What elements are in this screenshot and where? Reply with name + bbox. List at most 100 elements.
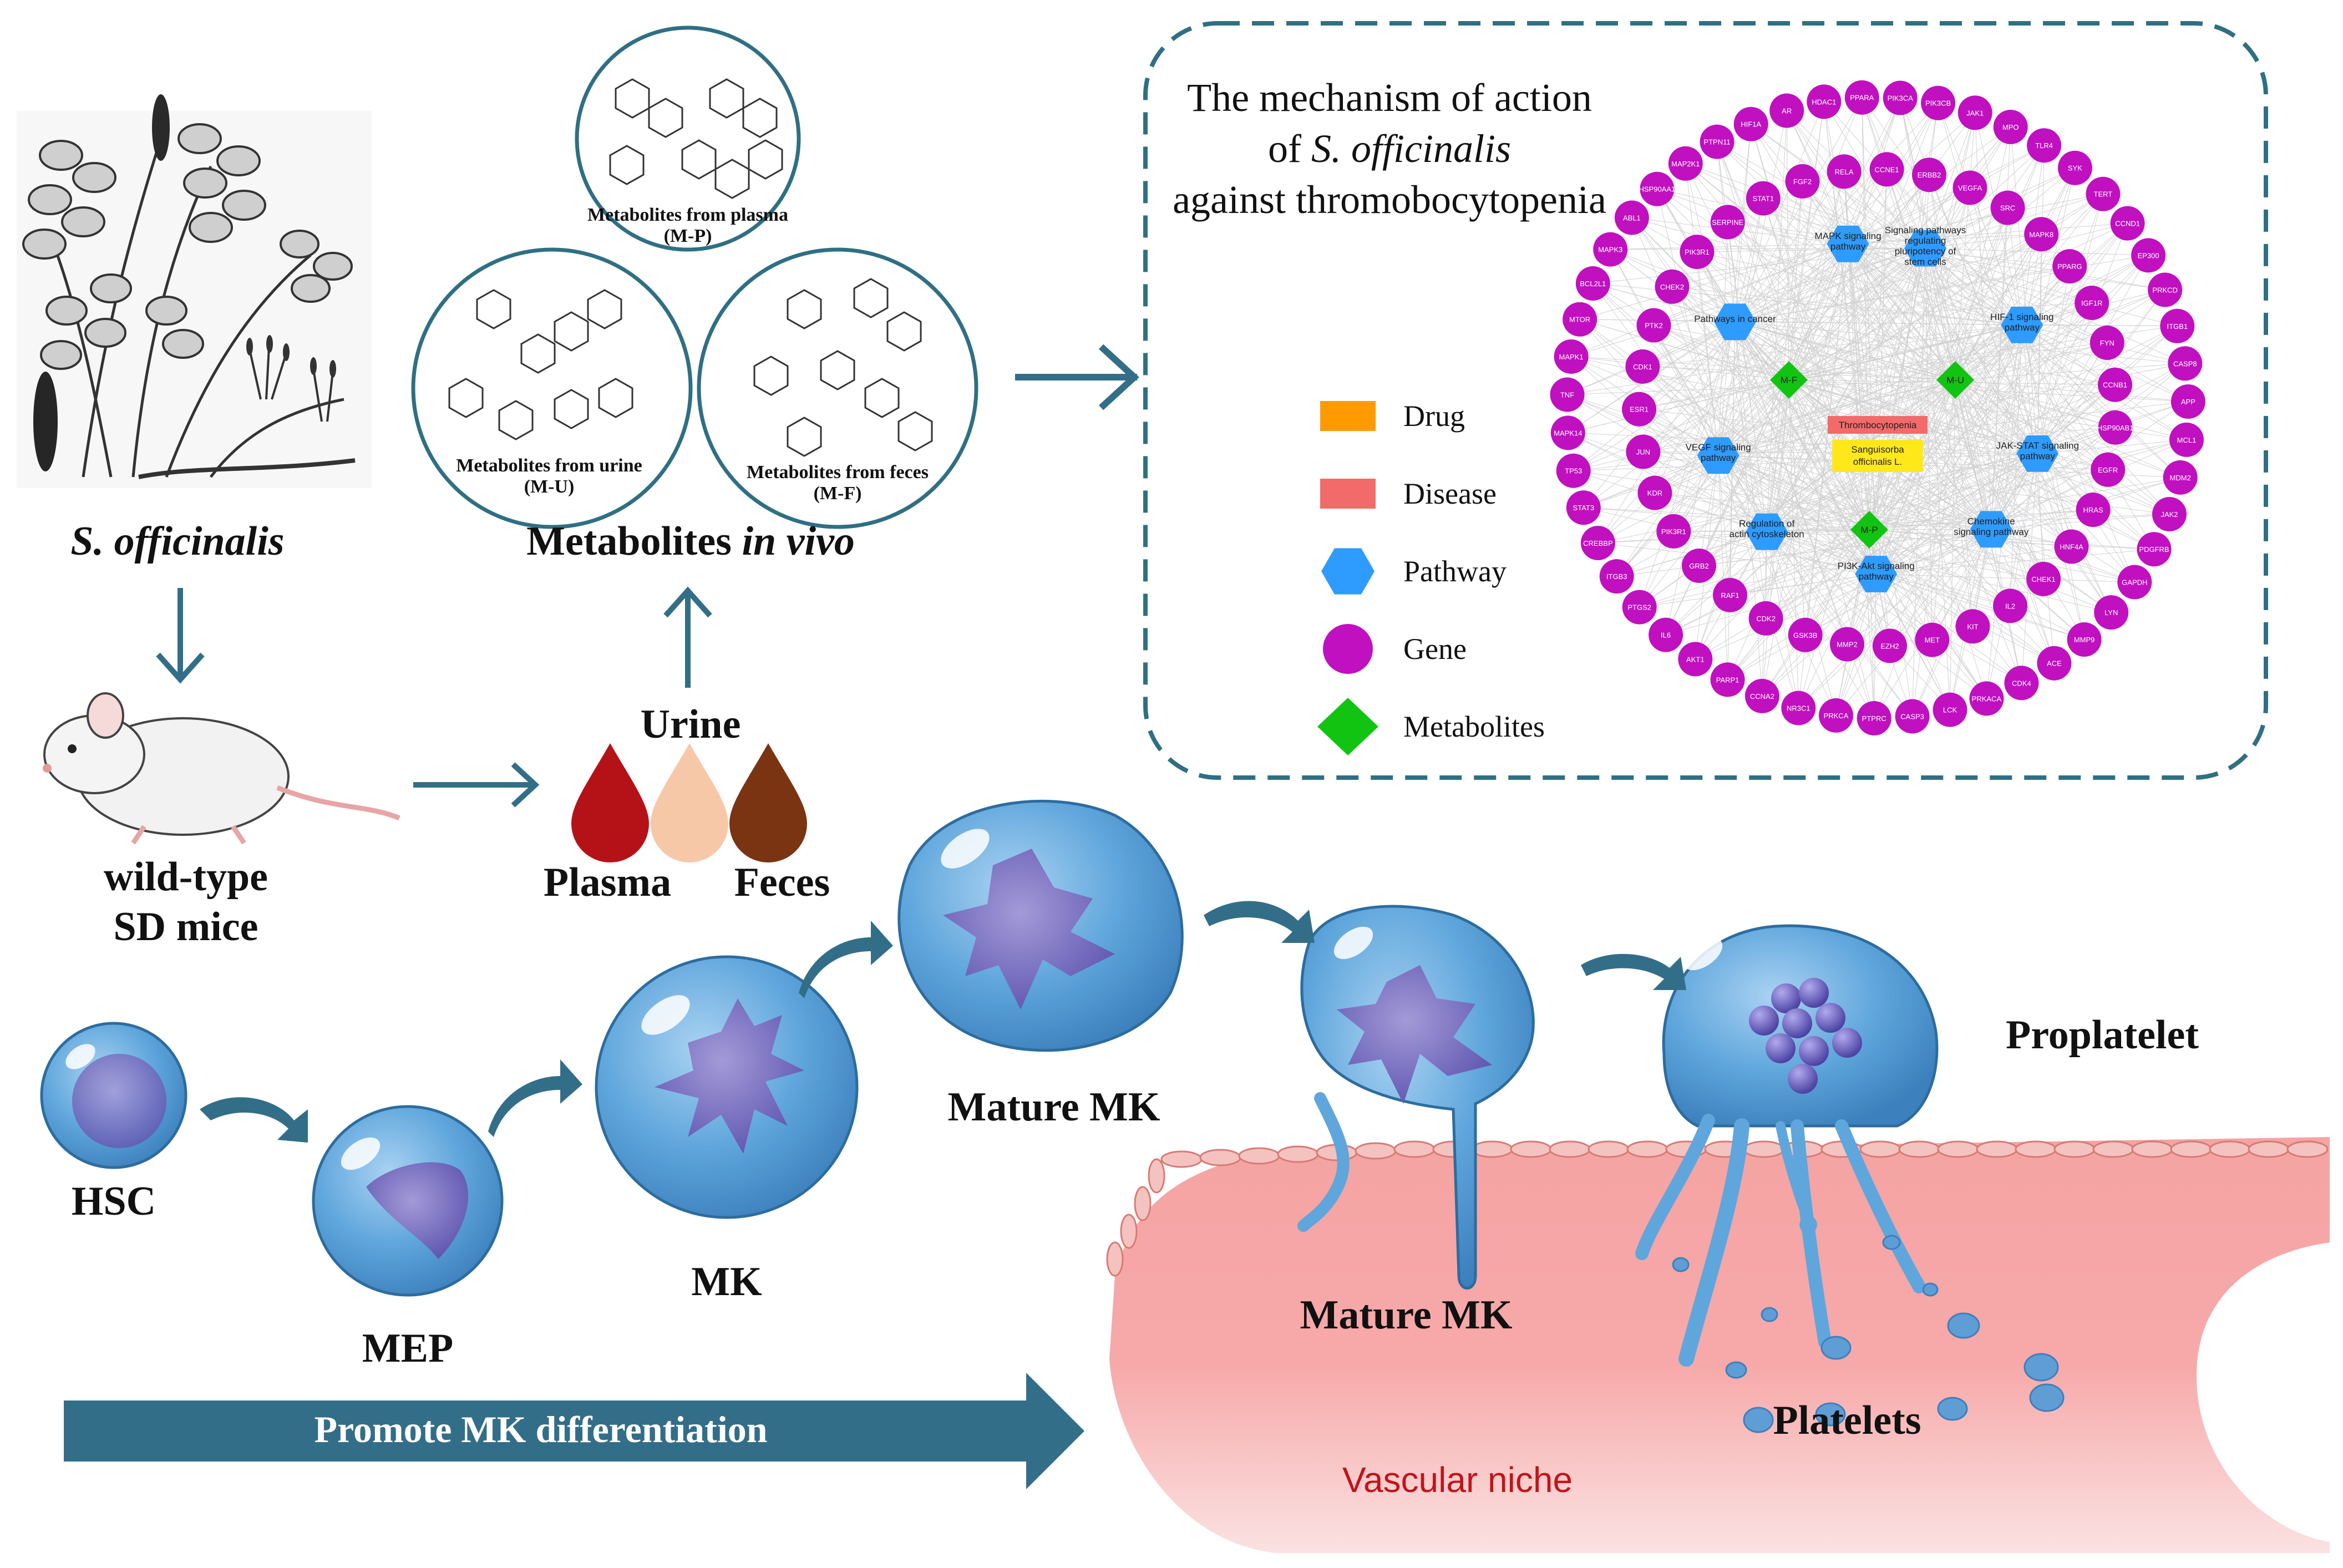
gene-label: GRB2 bbox=[1689, 562, 1708, 570]
gene-node-app: APP bbox=[2170, 384, 2205, 419]
gene-label: EGFR bbox=[2098, 466, 2118, 474]
gene-label: HDAC1 bbox=[1812, 98, 1836, 106]
gene-label: HSP90AB1 bbox=[2097, 424, 2134, 432]
gene-node-mdm2: MDM2 bbox=[2163, 460, 2198, 495]
gene-label: JUN bbox=[1636, 448, 1650, 456]
granule bbox=[1799, 1036, 1829, 1066]
feces-metabolites-line2: (M-F) bbox=[814, 483, 862, 504]
granule bbox=[1749, 1006, 1779, 1036]
gene-label: ITGB3 bbox=[1606, 572, 1627, 581]
gene-node-src: SRC bbox=[1990, 190, 2025, 225]
granule bbox=[1815, 1003, 1845, 1033]
gene-node-ptgs2: PTGS2 bbox=[1622, 590, 1657, 625]
legend-label-drug: Drug bbox=[1403, 399, 1465, 433]
gene-node-ace: ACE bbox=[2037, 646, 2072, 681]
progression-arrows bbox=[200, 901, 1686, 1143]
gene-node-tp53: TP53 bbox=[1556, 453, 1591, 488]
mep-cell bbox=[312, 1105, 504, 1297]
pathway-node-pathways-in-cancer: Pathways in cancer bbox=[1694, 303, 1776, 341]
gene-label: HRAS bbox=[2083, 506, 2103, 514]
gene-node-cdk1: CDK1 bbox=[1625, 349, 1660, 384]
gene-label: PRKCA bbox=[1824, 712, 1849, 720]
arrow-mice-to-samples bbox=[413, 762, 540, 808]
granule bbox=[1788, 1064, 1818, 1094]
gene-label: KIT bbox=[1967, 622, 1978, 631]
endothelial-cell bbox=[1199, 1149, 1241, 1166]
gene-node-abl1: ABL1 bbox=[1614, 200, 1649, 235]
legend-label-pathway: Pathway bbox=[1403, 555, 1507, 588]
gene-label: FGF2 bbox=[1793, 177, 1812, 186]
structure-sketches bbox=[448, 78, 933, 457]
endothelial-cell bbox=[1471, 1140, 1513, 1158]
mice-label-line2: SD mice bbox=[114, 904, 258, 950]
plasma-metabolites-circle bbox=[575, 26, 801, 252]
endothelial-cell bbox=[1588, 1140, 1630, 1158]
gene-node-pparg: PPARG bbox=[2052, 249, 2087, 284]
gene-label: HIF1A bbox=[1741, 120, 1761, 129]
granule bbox=[1832, 1028, 1862, 1058]
endothelial-cell bbox=[2053, 1140, 2096, 1158]
gene-label: PTPN11 bbox=[1703, 138, 1730, 146]
endothelial-cell bbox=[1743, 1140, 1785, 1158]
gene-node-mapk14: MAPK14 bbox=[1550, 415, 1585, 450]
gene-label: GAPDH bbox=[2122, 579, 2147, 587]
mature-mk-label: Mature MK bbox=[948, 1084, 1160, 1130]
mep-label: MEP bbox=[362, 1326, 453, 1371]
gene-label: PRKACA bbox=[1972, 694, 2002, 703]
feces-metabolites-line1: Metabolites from feces bbox=[747, 462, 929, 483]
gene-label: IGF1R bbox=[2081, 299, 2102, 307]
gene-label: MCL1 bbox=[2177, 436, 2197, 444]
gene-label: CASP3 bbox=[1900, 713, 1924, 721]
gene-node-parp1: PARP1 bbox=[1710, 662, 1745, 697]
gene-node-mmp2: MMP2 bbox=[1830, 627, 1864, 662]
urine-metabolites-line2: (M-U) bbox=[524, 476, 575, 497]
gene-node-mapk3: MAPK3 bbox=[1593, 232, 1628, 267]
platelet-particles bbox=[1672, 1235, 2065, 1433]
gene-label: MMP9 bbox=[2074, 636, 2095, 644]
gene-node-hsp90aa1: HSP90AA1 bbox=[1639, 171, 1675, 206]
gene-node-prkcd: PRKCD bbox=[2148, 272, 2183, 307]
gene-label: EZH2 bbox=[1880, 642, 1899, 650]
gene-label: KDR bbox=[1647, 489, 1662, 498]
endothelial-cell bbox=[1859, 1140, 1901, 1158]
legend-swatch-drug bbox=[1320, 401, 1376, 431]
sample-drops bbox=[571, 743, 807, 862]
plasma-label: Plasma bbox=[544, 860, 671, 905]
promote-arrow bbox=[64, 1373, 1084, 1489]
proplatelet-cell bbox=[1635, 924, 1939, 1367]
legend-swatch-gene bbox=[1323, 624, 1373, 674]
gene-label: CCNA2 bbox=[1750, 692, 1774, 701]
gene-node-mtor: MTOR bbox=[1563, 302, 1598, 337]
endothelial-cell bbox=[1510, 1140, 1552, 1158]
gene-node-lck: LCK bbox=[1933, 692, 1967, 727]
endothelial-cell bbox=[1549, 1140, 1591, 1158]
plasma-metabolites-line1: Metabolites from plasma bbox=[587, 205, 788, 225]
gene-node-itgb3: ITGB3 bbox=[1599, 559, 1634, 594]
gene-label: MAPK1 bbox=[1559, 353, 1584, 361]
gene-node-ppara: PPARA bbox=[1844, 80, 1879, 115]
endothelial-cell bbox=[1160, 1150, 1203, 1168]
gene-node-casp8: CASP8 bbox=[2168, 346, 2203, 381]
gene-label: CCNB1 bbox=[2103, 381, 2127, 389]
endothelial-cell bbox=[2092, 1140, 2134, 1158]
gene-node-tnf: TNF bbox=[1550, 377, 1585, 412]
gene-label: FYN bbox=[2100, 339, 2114, 347]
gene-label: VEGFA bbox=[1958, 184, 1982, 192]
endothelial-cell bbox=[1238, 1147, 1280, 1165]
gene-label: PRKCD bbox=[2152, 286, 2178, 295]
gene-label: JAK1 bbox=[1966, 109, 1984, 117]
gene-node-kit: KIT bbox=[1955, 609, 1990, 644]
metabolites-heading: Metabolites in vivo bbox=[526, 519, 855, 564]
gene-node-pdgfrb: PDGFRB bbox=[2137, 532, 2172, 567]
arrow-samples-to-metabolites bbox=[663, 586, 712, 688]
gene-label: CREBBP bbox=[1583, 539, 1612, 547]
hsc-label: HSC bbox=[72, 1179, 156, 1224]
plant-illustration bbox=[17, 94, 372, 488]
gene-label: TERT bbox=[2094, 190, 2113, 199]
